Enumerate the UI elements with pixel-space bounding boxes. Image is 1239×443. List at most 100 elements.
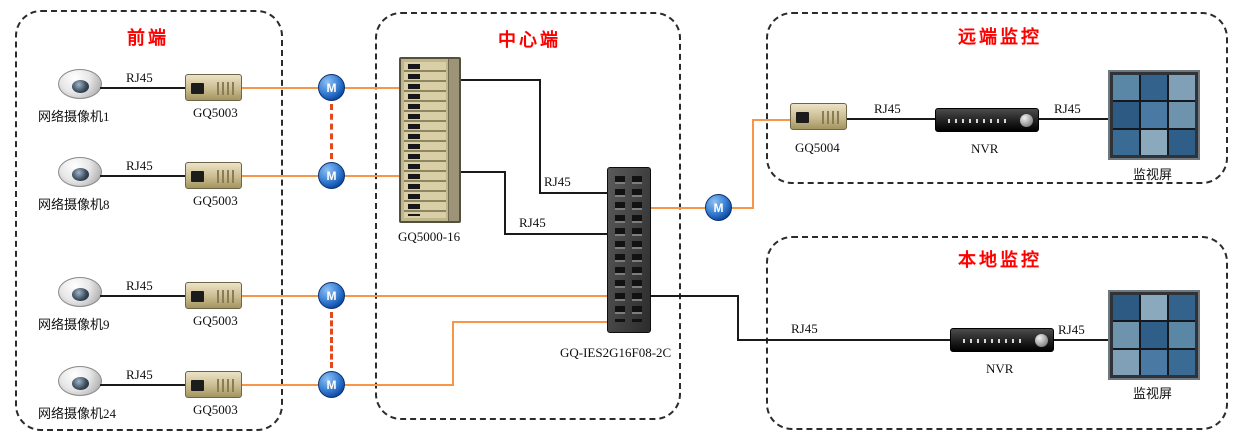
fiber-switch-icon [607, 167, 651, 333]
fiber-link-line [345, 295, 607, 297]
monitor-cell [1169, 322, 1195, 348]
rj45-label: RJ45 [1054, 101, 1081, 116]
nvr-device-icon [935, 108, 1039, 132]
chassis-ports [408, 64, 420, 216]
monitor-label: 监视屏 [1133, 167, 1173, 182]
monitor-cell [1169, 349, 1195, 375]
fiber-coupler-glyph: M [326, 377, 337, 392]
monitor-cell [1169, 295, 1195, 321]
converter-port [191, 291, 204, 302]
dome-camera-icon [58, 67, 104, 101]
switch-port-column [615, 176, 625, 322]
copper-link-line [100, 295, 185, 297]
rj45-label: RJ45 [874, 101, 901, 116]
copper-link-line [504, 171, 506, 235]
fiber-coupler-icon: M [318, 282, 345, 309]
copper-link-line [1039, 118, 1108, 120]
rj45-label: RJ45 [1058, 322, 1085, 337]
fiber-coupler-icon: M [318, 74, 345, 101]
zone-local-title: 本地监控 [958, 250, 1042, 270]
rj45-label: RJ45 [126, 158, 153, 173]
camera-label: 网络摄像机1 [38, 109, 110, 124]
zone-front-title: 前端 [127, 28, 169, 48]
switch-label: GQ-IES2G16F08-2C [560, 345, 672, 360]
monitor-cell [1169, 129, 1195, 155]
copper-link-line [847, 118, 935, 120]
ellipsis-dashed-line [330, 104, 333, 159]
camera-lens [72, 168, 89, 181]
camera-lens [72, 288, 89, 301]
fiber-link-line [345, 384, 453, 386]
monitor-cell [1141, 102, 1167, 128]
copper-link-line [539, 79, 541, 194]
copper-link-line [651, 295, 739, 297]
rj45-label: RJ45 [126, 278, 153, 293]
copper-link-line [737, 339, 951, 341]
fiber-coupler-icon: M [705, 194, 732, 221]
monitor-wall-grid [1113, 295, 1195, 375]
chassis-label: GQ5000-16 [398, 229, 461, 244]
chassis-side-panel [448, 59, 459, 221]
zone-front [15, 10, 283, 431]
monitor-cell [1113, 102, 1139, 128]
copper-link-line [100, 87, 185, 89]
converter-port [191, 171, 204, 182]
fiber-link-line [242, 295, 318, 297]
fiber-link-line [452, 321, 608, 323]
camera-label: 网络摄像机24 [38, 406, 117, 421]
fiber-link-line [752, 119, 792, 121]
copper-link-line [100, 175, 185, 177]
zone-center [375, 12, 681, 420]
zone-remote-title: 远端监控 [958, 27, 1042, 47]
monitor-cell [1113, 75, 1139, 101]
media-converter-icon [185, 371, 242, 398]
converter-port [796, 112, 809, 123]
monitor-cell [1141, 129, 1167, 155]
fiber-coupler-icon: M [318, 162, 345, 189]
zone-remote [766, 12, 1228, 184]
monitor-cell [1141, 349, 1167, 375]
monitor-cell [1141, 295, 1167, 321]
copper-link-line [504, 233, 608, 235]
converter-vent [822, 111, 840, 124]
dome-camera-icon [58, 364, 104, 398]
camera-label: 网络摄像机8 [38, 197, 110, 212]
monitor-cell [1113, 349, 1139, 375]
fiber-link-line [752, 119, 754, 209]
fiber-coupler-glyph: M [713, 200, 724, 215]
rj45-label: RJ45 [126, 367, 153, 382]
fiber-link-line [345, 175, 399, 177]
monitor-cell [1113, 322, 1139, 348]
dome-camera-icon [58, 155, 104, 189]
rj45-label: RJ45 [544, 174, 571, 189]
nvr-leds [963, 339, 1021, 343]
fiber-coupler-glyph: M [326, 288, 337, 303]
media-converter-icon [790, 103, 847, 130]
dome-camera-icon [58, 275, 104, 309]
copper-link-line [737, 295, 739, 341]
copper-link-line [461, 171, 506, 173]
media-converter-icon [185, 162, 242, 189]
converter-label: GQ5003 [193, 105, 238, 120]
media-converter-icon [185, 74, 242, 101]
media-converter-icon [185, 282, 242, 309]
monitor-cell [1169, 75, 1195, 101]
converter-label: GQ5003 [193, 313, 238, 328]
fiber-coupler-glyph: M [326, 80, 337, 95]
nvr-knob [1020, 114, 1033, 127]
rack-chassis-icon [399, 57, 461, 223]
monitor-label: 监视屏 [1133, 386, 1173, 401]
nvr-leds [948, 119, 1006, 123]
camera-label: 网络摄像机9 [38, 317, 110, 332]
copper-link-line [100, 384, 185, 386]
zone-local [766, 236, 1228, 430]
converter-label: GQ5004 [795, 140, 840, 155]
monitor-cell [1113, 295, 1139, 321]
copper-link-line [1054, 339, 1108, 341]
monitor-wall-grid [1113, 75, 1195, 155]
fiber-link-line [345, 87, 399, 89]
ellipsis-dashed-line [330, 312, 333, 368]
copper-link-line [539, 192, 608, 194]
fiber-link-line [242, 175, 318, 177]
